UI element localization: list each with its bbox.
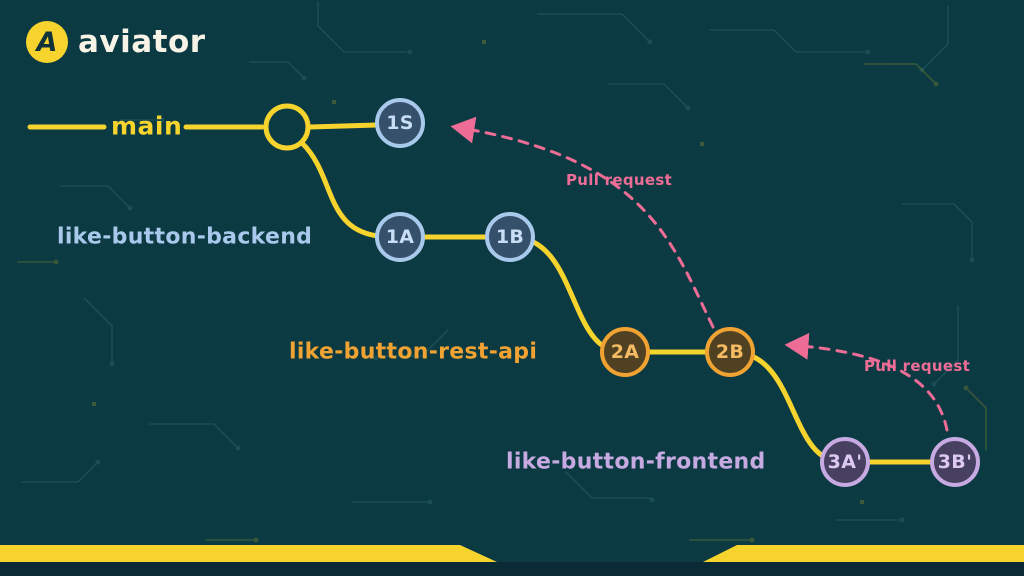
branch-label-frontend: like-button-frontend — [506, 449, 766, 475]
pull-request-label-1: Pull request — [566, 171, 673, 189]
branch-label-rest-api: like-button-rest-api — [289, 339, 538, 365]
commit-node-1B: 1B — [485, 212, 535, 262]
commit-node-1A: 1A — [375, 212, 425, 262]
aviator-logo: A aviator — [26, 21, 206, 63]
commit-label: 2B — [715, 341, 745, 363]
pull-request-arrow-1 — [450, 116, 715, 329]
aviator-wordmark: aviator — [78, 24, 206, 60]
commit-label: 2A — [610, 341, 640, 363]
bottom-yellow-bar-right — [703, 545, 1024, 562]
commit-node-3B: 3B' — [930, 437, 980, 487]
bottom-yellow-bar-left — [0, 545, 497, 562]
commit-node-1S: 1S — [375, 98, 425, 148]
aviator-logo-icon: A — [26, 21, 68, 63]
pull-request-label-2: Pull request — [864, 357, 971, 375]
commit-node-2B: 2B — [705, 327, 755, 377]
stacked-branches-line — [299, 140, 960, 465]
commit-node-2A: 2A — [600, 327, 650, 377]
logo-mark-letter: A — [36, 26, 58, 58]
main-to-1S-line — [307, 122, 380, 130]
bottom-dark-strip — [0, 562, 1024, 576]
commit-node-3A: 3A' — [820, 437, 870, 487]
commit-label: 3A' — [827, 451, 863, 473]
commit-label: 1S — [386, 112, 414, 134]
pull-request-arrow-2 — [784, 332, 949, 432]
branch-label-backend: like-button-backend — [57, 224, 313, 250]
commit-label: 3B' — [937, 451, 973, 473]
main-branch-label: main — [111, 111, 183, 141]
commit-label: 1B — [495, 226, 525, 248]
commit-label: 1A — [385, 226, 415, 248]
